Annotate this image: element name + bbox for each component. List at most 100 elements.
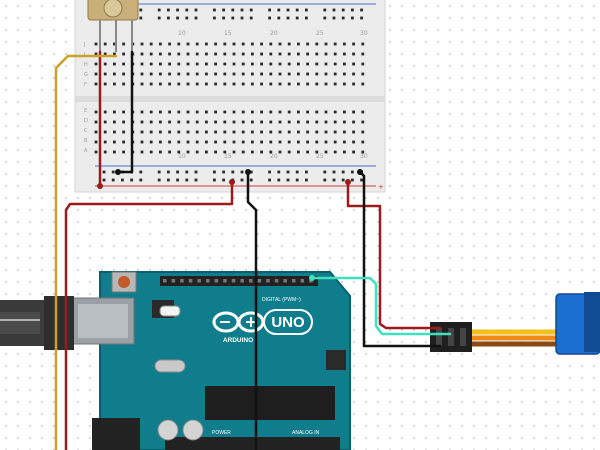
breadboard-hole xyxy=(249,170,253,174)
breadboard-hole xyxy=(195,42,199,46)
breadboard-hole xyxy=(269,120,273,124)
header-pin xyxy=(249,279,253,283)
breadboard-hole xyxy=(251,52,254,56)
breadboard-hole xyxy=(297,62,300,66)
servo-motor[interactable] xyxy=(430,292,600,355)
breadboard-hole xyxy=(324,52,328,56)
breadboard-hole xyxy=(223,62,227,66)
breadboard-hole xyxy=(287,72,291,76)
arduino-uno-board[interactable]: UNO ARDUINO DIGITAL (PWM~) ANALOG IN POW… xyxy=(71,271,351,450)
breadboard-hole xyxy=(159,140,162,144)
breadboard-hole xyxy=(214,120,217,124)
breadboard-hole xyxy=(122,42,125,46)
wire-end-pin9 xyxy=(309,275,315,281)
breadboard-hole xyxy=(167,170,170,174)
breadboard-hole xyxy=(168,150,171,154)
breadboard-hole xyxy=(186,150,190,154)
breadboard-hole xyxy=(352,42,355,46)
breadboard-hole xyxy=(168,120,171,124)
breadboard-hole xyxy=(213,16,216,20)
breadboard-hole xyxy=(297,110,300,114)
power-jack[interactable] xyxy=(92,418,140,450)
reset-button[interactable] xyxy=(118,276,130,288)
breadboard-hole xyxy=(231,16,235,20)
breadboard-hole xyxy=(332,16,336,20)
digital-header[interactable] xyxy=(160,276,318,286)
breadboard-hole xyxy=(186,62,190,66)
breadboard-hole xyxy=(231,170,235,174)
breadboard-hole xyxy=(139,170,143,174)
breadboard-hole xyxy=(315,52,319,56)
analog-power-header[interactable] xyxy=(165,437,340,450)
breadboard-hole xyxy=(177,120,181,124)
breadboard-hole xyxy=(306,52,309,56)
wire-end-servo-gnd xyxy=(357,169,363,175)
row-letter-g: G xyxy=(84,72,88,78)
breadboard-hole xyxy=(241,82,245,86)
breadboard-hole xyxy=(149,150,153,154)
breadboard-hole xyxy=(305,178,308,182)
breadboard-hole xyxy=(232,62,236,66)
col-num-30-top: 30 xyxy=(360,30,368,37)
breadboard-hole xyxy=(277,170,281,174)
breadboard-hole xyxy=(251,72,254,76)
breadboard-hole xyxy=(149,130,153,134)
header-pin xyxy=(214,279,219,283)
breadboard-hole xyxy=(333,72,337,76)
breadboard-hole xyxy=(268,8,271,12)
breadboard-hole xyxy=(315,42,319,46)
col-num-10-top: 10 xyxy=(178,30,186,37)
breadboard-hole xyxy=(122,72,125,76)
breadboard-hole xyxy=(140,52,144,56)
breadboard-hole xyxy=(240,170,244,174)
breadboard-hole xyxy=(177,42,181,46)
breadboard-hole xyxy=(177,110,181,114)
breadboard-hole xyxy=(213,170,216,174)
breadboard-hole xyxy=(324,110,328,114)
breadboard-hole xyxy=(361,42,365,46)
breadboard-hole xyxy=(176,170,179,174)
breadboard-hole xyxy=(260,120,263,124)
brand-label: ARDUINO xyxy=(223,337,253,344)
potentiometer-knob[interactable] xyxy=(103,0,123,18)
breadboard-hole xyxy=(343,72,346,76)
breadboard-hole xyxy=(277,16,281,20)
breadboard-hole xyxy=(232,42,236,46)
breadboard-hole xyxy=(241,72,245,76)
breadboard-hole xyxy=(360,8,363,12)
breadboard-hole xyxy=(315,110,319,114)
breadboard-hole xyxy=(361,120,365,124)
row-letter-d: D xyxy=(84,118,88,124)
breadboard-hole xyxy=(168,130,171,134)
breadboard-hole xyxy=(205,82,208,86)
breadboard-hole xyxy=(332,8,336,12)
breadboard-hole xyxy=(139,16,143,20)
breadboard-hole xyxy=(287,130,291,134)
breadboard-hole xyxy=(287,140,291,144)
breadboard-hole xyxy=(113,120,116,124)
breadboard-hole xyxy=(297,52,300,56)
breadboard-hole xyxy=(222,170,225,174)
breadboard-hole xyxy=(113,110,116,114)
breadboard-hole xyxy=(241,140,245,144)
breadboard-hole xyxy=(94,52,98,56)
usb-plug xyxy=(44,296,74,350)
breadboard-hole xyxy=(222,178,225,182)
breadboard-hole xyxy=(305,8,308,12)
breadboard-hole xyxy=(157,170,161,174)
breadboard-hole xyxy=(223,120,227,124)
breadboard-hole xyxy=(195,82,199,86)
breadboard-hole xyxy=(360,16,363,20)
column-numbers-top: 10 15 20 25 30 xyxy=(178,30,368,37)
breadboard-hole xyxy=(214,140,217,144)
breadboard-hole xyxy=(305,16,308,20)
potentiometer[interactable] xyxy=(87,0,139,52)
breadboard-hole xyxy=(333,150,337,154)
breadboard-hole xyxy=(176,178,179,182)
breadboard-hole xyxy=(351,170,354,174)
breadboard-hole xyxy=(297,72,300,76)
breadboard-hole xyxy=(278,110,282,114)
breadboard-hole xyxy=(343,82,346,86)
power-label: POWER xyxy=(212,430,231,436)
breadboard-hole xyxy=(94,120,98,124)
